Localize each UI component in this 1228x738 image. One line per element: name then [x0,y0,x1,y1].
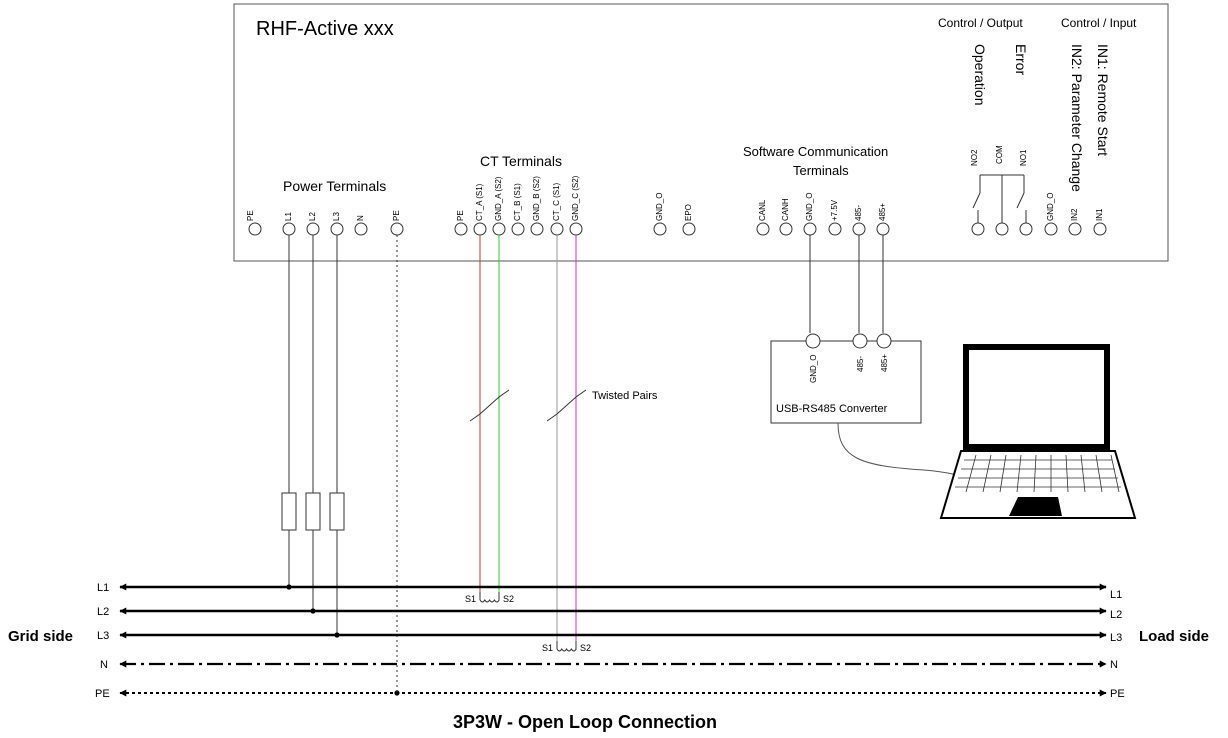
svg-text:CANL: CANL [758,199,767,221]
ct-terminal-gnd-b-s2: GND_B (S2) [530,176,544,236]
twisted-pair-symbol-c [546,389,587,422]
software-terminals-label-1: Software Communication [743,144,888,159]
bus-label-left-l2: L2 [97,606,109,618]
svg-text:PE: PE [246,210,255,221]
terminal-gnd-o-1: GND_O [653,193,667,236]
device-name: RHF-Active xxx [256,18,394,40]
junction-dots [286,584,400,696]
ct-c-s1-label: S1 [542,643,553,653]
ct-coil-c: S1 S2 [542,641,591,653]
converter-pins: GND_O 485- 485+ [805,333,892,383]
svg-text:+7.5V: +7.5V [830,199,839,221]
diagram-caption: 3P3W - Open Loop Connection [453,712,717,732]
twisted-pair-symbol-a [469,389,510,422]
svg-text:EPO: EPO [684,204,693,221]
ct-terminal-pe: PE [454,210,468,236]
power-terminal-n: N [354,215,368,236]
svg-text:IN1: IN1 [1095,208,1104,221]
bus-label-right-l3: L3 [1110,632,1122,644]
grid-side-label: Grid side [8,628,73,645]
load-side-label: Load side [1139,628,1209,645]
phase-feed-wires [288,235,338,635]
device-enclosure [233,3,1169,262]
bus-label-left-n: N [100,659,108,671]
bus-label-left-l3: L3 [97,630,109,642]
svg-text:COM: COM [995,145,1004,164]
input-terminal-in2: IN2 [1068,208,1082,236]
power-terminals-label: Power Terminals [283,178,386,194]
svg-text:CT_B (S1): CT_B (S1) [513,183,522,221]
control-input-label: Control / Input [1061,16,1137,30]
fuse-l3 [329,492,345,531]
relay-terminal-no2: NO2 [970,149,985,236]
ct-a-s2-label: S2 [503,594,514,604]
fuse-l2 [305,492,321,531]
svg-text:GND_B (S2): GND_B (S2) [532,176,541,221]
fuse-l1 [281,492,297,531]
svg-text:L1: L1 [284,212,293,221]
svg-text:NO2: NO2 [970,149,979,166]
bus-label-right-pe: PE [1110,688,1125,700]
bus-label-right-l1: L1 [1110,589,1122,601]
bus-label-right-n: N [1110,659,1118,671]
converter-label: USB-RS485 Converter [776,403,888,415]
usb-rs485-converter [770,340,922,424]
fuses [281,492,345,531]
ct-coil-a: S1 S2 [465,592,514,604]
power-terminal-pe-1: PE [246,210,262,236]
signal-in1: IN1: Remote Start [1095,44,1111,156]
svg-text:GND_C (S2): GND_C (S2) [571,175,580,221]
ct-terminals-label: CT Terminals [480,153,562,169]
input-terminal-gnd-o: GND_O [1044,193,1058,236]
signal-error: Error [1013,44,1029,75]
terminal-epo: EPO [682,204,696,236]
svg-text:PE: PE [392,210,401,221]
comm-terminal-7v5: +7.5V [828,199,842,236]
software-terminals-label-2: Terminals [793,163,849,178]
ct-terminal-gnd-a-s2: GND_A (S2) [492,176,506,236]
converter-pin-gnd-o: GND_O [809,355,818,383]
relay-contacts [972,174,1027,223]
converter-pin-485-minus: 485- [856,356,865,372]
signal-operation: Operation [972,44,988,105]
svg-text:485-: 485- [854,205,863,221]
comm-terminal-canh: CANH [779,198,793,236]
ct-a-s1-label: S1 [465,594,476,604]
svg-text:CANH: CANH [781,198,790,221]
signal-in2: IN2: Parameter Change [1069,44,1085,192]
input-terminal-in1: IN1 [1093,208,1107,236]
bus-label-left-l1: L1 [97,582,109,594]
bus-label-left-pe: PE [95,688,110,700]
svg-text:485+: 485+ [878,203,887,221]
svg-text:GND_A (S2): GND_A (S2) [494,176,503,221]
control-output-label: Control / Output [938,16,1023,30]
svg-text:NO1: NO1 [1019,149,1028,166]
rs485-wires [809,235,884,333]
svg-text:GND_O: GND_O [655,193,664,221]
usb-cable [837,422,969,480]
svg-text:PE: PE [456,210,465,221]
ct-c-s2-label: S2 [580,643,591,653]
svg-text:CT_A (S1): CT_A (S1) [475,183,484,221]
ct-terminal-ct-c-s1: CT_C (S1) [550,182,564,236]
svg-text:IN2: IN2 [1070,208,1079,221]
svg-text:CT_C (S1): CT_C (S1) [552,182,561,221]
ct-terminal-ct-b-s1: CT_B (S1) [511,183,525,236]
svg-text:L2: L2 [308,212,317,221]
svg-text:L3: L3 [332,212,341,221]
laptop-icon [939,344,1137,519]
bus-label-right-l2: L2 [1110,609,1122,621]
twisted-pairs-label: Twisted Pairs [592,390,658,402]
svg-text:N: N [356,215,365,221]
converter-pin-485-plus: 485+ [880,354,889,372]
svg-text:GND_O: GND_O [805,193,814,221]
comm-terminal-canl: CANL [756,199,770,236]
svg-text:GND_O: GND_O [1046,193,1055,221]
